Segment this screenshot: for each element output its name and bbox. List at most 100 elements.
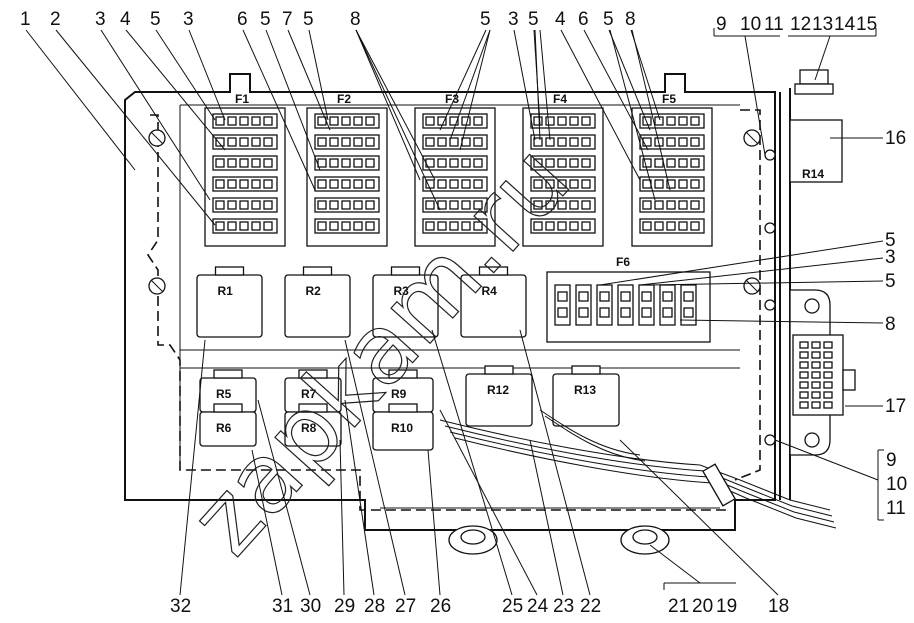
relay-label: R10 bbox=[391, 421, 413, 435]
callout-top: 5 bbox=[480, 9, 491, 30]
relay-label: R3 bbox=[394, 284, 410, 298]
callout-top: 7 bbox=[282, 9, 293, 30]
screw-icon bbox=[148, 129, 166, 147]
relay-label: R2 bbox=[306, 284, 322, 298]
callout-top: 8 bbox=[625, 9, 636, 30]
screws bbox=[148, 129, 761, 295]
callout-top: 5 bbox=[603, 9, 614, 30]
callout-top: 6 bbox=[237, 9, 248, 30]
relay-r10: R10 bbox=[372, 403, 434, 451]
callout-bottom: 32 bbox=[170, 596, 191, 617]
callout-right: 5 bbox=[885, 230, 896, 251]
relay-label: R7 bbox=[301, 387, 317, 401]
relay-r8: R8 bbox=[284, 403, 342, 447]
screw-icon bbox=[743, 277, 761, 295]
callout-top: 4 bbox=[120, 9, 131, 30]
callout-group-bottom: 21 bbox=[668, 596, 689, 617]
fuse-block-f4: F4 bbox=[522, 92, 604, 247]
relay-label-r14: R14 bbox=[802, 167, 824, 181]
callout-top: 4 bbox=[555, 9, 566, 30]
callout-bottom: 25 bbox=[502, 596, 523, 617]
callout-bottom: 24 bbox=[527, 596, 549, 617]
callout-top: 1 bbox=[20, 9, 31, 30]
fuse-block-f2: F2 bbox=[306, 92, 388, 247]
right-bracket: R14 bbox=[764, 69, 856, 500]
callout-group-top-b: 13 bbox=[812, 14, 833, 35]
callout-top: 8 bbox=[350, 9, 361, 30]
callout-bottom: 22 bbox=[580, 596, 601, 617]
housing-outline bbox=[124, 73, 776, 531]
callout-group-top-b: 14 bbox=[834, 14, 856, 35]
callout-group-right: 11 bbox=[886, 498, 906, 519]
fuse bbox=[638, 284, 655, 326]
relay-label: R5 bbox=[216, 387, 232, 401]
callout-bottom: 26 bbox=[430, 596, 451, 617]
fuse-label-f6: F6 bbox=[616, 255, 630, 269]
callout-bottom: 28 bbox=[364, 596, 385, 617]
relay-r12: R12 bbox=[465, 365, 533, 427]
fuse bbox=[575, 284, 592, 326]
fuse-block-row: F1 F2 F3 F4 F5 bbox=[204, 92, 713, 247]
mounting-studs bbox=[448, 525, 670, 555]
relay-label: R6 bbox=[216, 421, 232, 435]
relay-label: R12 bbox=[487, 383, 509, 397]
fuse-label: F1 bbox=[235, 92, 249, 106]
relay-r3: R3 bbox=[372, 266, 439, 338]
screw-icon bbox=[743, 129, 761, 147]
fuse bbox=[659, 284, 676, 326]
callout-right: 5 bbox=[885, 271, 896, 292]
fuse-label: F4 bbox=[553, 92, 567, 106]
callout-right: 3 bbox=[885, 247, 896, 268]
callout-top: 3 bbox=[95, 9, 106, 30]
callout-group-top-b: 15 bbox=[856, 14, 877, 35]
relay-label: R4 bbox=[482, 284, 498, 298]
callout-group-top-a: 10 bbox=[740, 14, 761, 35]
fuse bbox=[596, 284, 613, 326]
callout-bottom: 29 bbox=[334, 596, 355, 617]
fuse-block-f3: F3 bbox=[414, 92, 496, 247]
fuse-label: F2 bbox=[337, 92, 351, 106]
callout-top: 3 bbox=[508, 9, 519, 30]
callout-top: 3 bbox=[183, 9, 194, 30]
callout-group-right: 10 bbox=[886, 474, 907, 495]
relay-r6: R6 bbox=[199, 403, 257, 447]
callout-right: 8 bbox=[885, 314, 896, 335]
fuse-block-f6: F6 bbox=[546, 255, 711, 343]
relay-r4: R4 bbox=[460, 266, 527, 338]
callout-group-bottom: 19 bbox=[716, 596, 737, 617]
fuse bbox=[617, 284, 634, 326]
callout-group-top-b: 12 bbox=[790, 14, 811, 35]
relay-label: R13 bbox=[574, 383, 596, 397]
relay-label: R9 bbox=[391, 387, 407, 401]
callout-bottom: 27 bbox=[395, 596, 416, 617]
callout-bottom: 23 bbox=[553, 596, 574, 617]
relay-label: R8 bbox=[301, 421, 317, 435]
callout-group-right: 9 bbox=[886, 450, 897, 471]
callout-bottom: 31 bbox=[272, 596, 293, 617]
fuse-label: F5 bbox=[662, 92, 676, 106]
fuse bbox=[680, 284, 697, 326]
callout-top: 5 bbox=[260, 9, 271, 30]
screw-icon bbox=[148, 277, 166, 295]
relay-r2: R2 bbox=[284, 266, 351, 338]
fuse-block-f5: F5 bbox=[631, 92, 713, 247]
callout-right: 17 bbox=[885, 396, 906, 417]
callout-top: 2 bbox=[50, 9, 61, 30]
callout-top: 5 bbox=[528, 9, 539, 30]
callout-group-top-a: 11 bbox=[764, 14, 784, 35]
relay-label: R1 bbox=[218, 284, 234, 298]
callout-top: 6 bbox=[578, 9, 589, 30]
callout-right: 16 bbox=[885, 128, 906, 149]
callout-top: 5 bbox=[303, 9, 314, 30]
fuse bbox=[554, 284, 571, 326]
callout-group-bottom: 20 bbox=[692, 596, 713, 617]
callout-group-top-a: 9 bbox=[716, 14, 727, 35]
leader-lines bbox=[25, 28, 884, 596]
callout-bottom: 30 bbox=[300, 596, 321, 617]
relay-r13: R13 bbox=[552, 365, 620, 427]
callout-bottom: 18 bbox=[768, 596, 789, 617]
fuse-block-f1: F1 bbox=[204, 92, 286, 247]
